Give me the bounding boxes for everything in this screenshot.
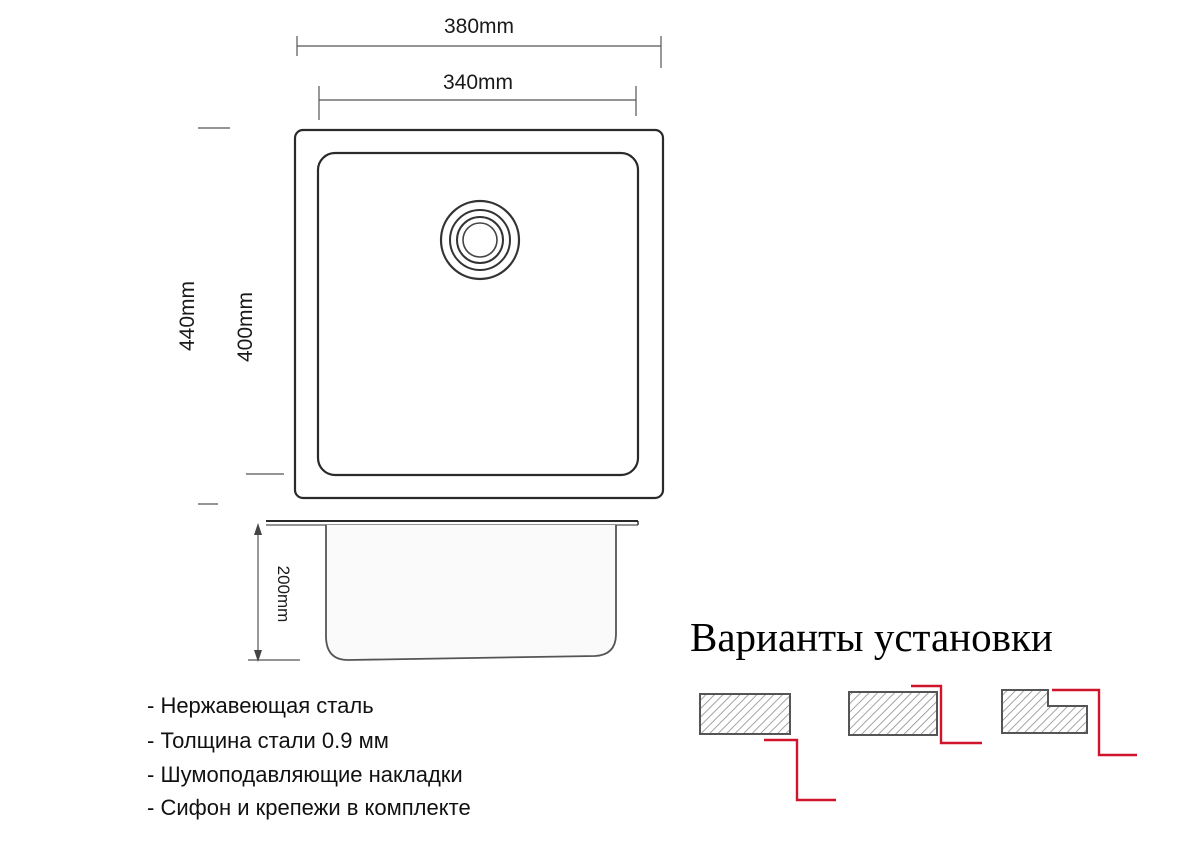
install-variant-undermount bbox=[1001, 688, 1137, 757]
sink-bowl-profile bbox=[325, 525, 617, 661]
sink-bowl bbox=[316, 151, 640, 477]
outer-width-dimension: 380mm bbox=[296, 15, 662, 68]
drain-icon bbox=[439, 199, 521, 281]
inner-length-label: 400mm bbox=[234, 292, 257, 362]
inner-width-dimension: 340mm bbox=[318, 71, 637, 120]
feature-item: - Сифон и крепежи в комплекте bbox=[147, 795, 471, 820]
depth-dimension: 200mm bbox=[248, 523, 300, 662]
install-variant-overmount bbox=[699, 693, 836, 802]
outer-width-label: 380mm bbox=[444, 15, 514, 38]
depth-label: 200mm bbox=[274, 566, 293, 623]
install-title: Варианты установки bbox=[690, 614, 1053, 660]
outer-length-label: 440mm bbox=[176, 281, 199, 351]
install-variant-flush bbox=[848, 684, 982, 745]
feature-item: - Шумоподавляющие накладки bbox=[147, 762, 463, 787]
feature-item: - Нержавеющая сталь bbox=[147, 693, 374, 718]
feature-item: - Толщина стали 0.9 мм bbox=[147, 728, 389, 753]
sink-top-view bbox=[293, 128, 665, 500]
sink-side-view: 200mm bbox=[248, 520, 639, 662]
inner-width-label: 340mm bbox=[443, 71, 513, 94]
feature-list: - Нержавеющая сталь - Толщина стали 0.9 … bbox=[147, 693, 471, 820]
inner-length-dimension: 400mm bbox=[234, 292, 284, 475]
outer-length-dimension: 440mm bbox=[176, 127, 230, 505]
